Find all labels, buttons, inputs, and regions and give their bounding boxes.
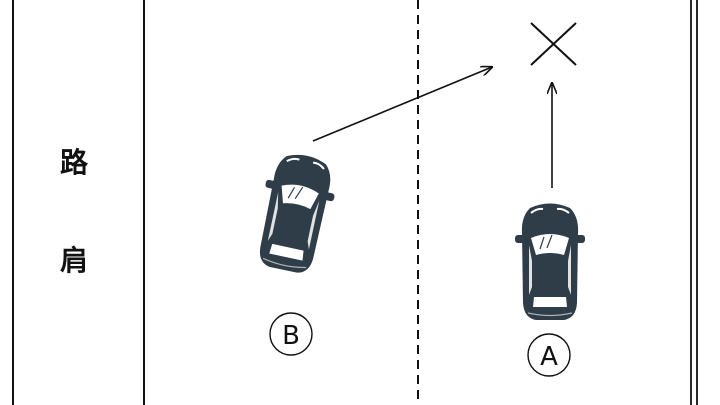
car-b-path-arrow xyxy=(312,67,492,142)
car-a-label-text: A xyxy=(540,342,558,372)
shoulder-label-char-2: 肩 xyxy=(60,244,88,277)
car-a-icon xyxy=(514,202,586,321)
shoulder-label-char-1: 路 xyxy=(60,146,89,179)
car-a-label-circle xyxy=(527,333,571,377)
car-b-icon xyxy=(247,147,343,279)
car-a-label: A xyxy=(527,333,571,377)
car-b-label-circle xyxy=(269,312,313,356)
car-b-label: B xyxy=(269,312,313,356)
car-b-label-text: B xyxy=(282,321,300,351)
cross-mark-icon xyxy=(530,22,577,66)
